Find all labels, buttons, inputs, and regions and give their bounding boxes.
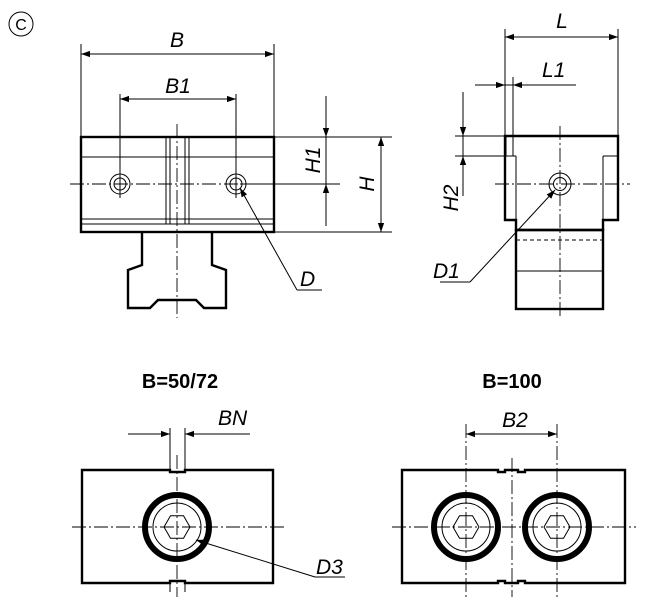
dim-label-H1: H1 — [302, 147, 325, 174]
top-view-narrow: B=50/72 BN D3 — [72, 371, 345, 597]
dim-label-H2: H2 — [440, 184, 463, 211]
dim-label-D1: D1 — [433, 260, 460, 283]
variant-label: C — [15, 17, 27, 34]
section-title-narrow: B=50/72 — [142, 371, 218, 393]
top-view-wide: B=100 B2 — [392, 371, 636, 597]
clamping-screw-head — [142, 492, 212, 562]
dim-label-B2: B2 — [502, 409, 528, 432]
section-title-wide: B=100 — [482, 371, 542, 393]
clamping-screw-head-right — [522, 492, 592, 562]
dim-label-BN: BN — [218, 407, 248, 430]
dim-label-D: D — [300, 268, 315, 291]
dim-label-D3: D3 — [316, 556, 343, 579]
dim-label-B1: B1 — [165, 75, 191, 98]
dim-label-B: B — [170, 29, 184, 52]
dim-label-L1: L1 — [542, 59, 565, 82]
front-view: B B1 H1 H D — [70, 29, 392, 318]
clamping-screw-head-left — [431, 492, 501, 562]
dim-label-H: H — [356, 176, 379, 192]
side-view: L L1 H2 D1 — [433, 10, 630, 318]
variant-marker: C — [8, 11, 34, 37]
dim-label-L: L — [556, 10, 568, 33]
